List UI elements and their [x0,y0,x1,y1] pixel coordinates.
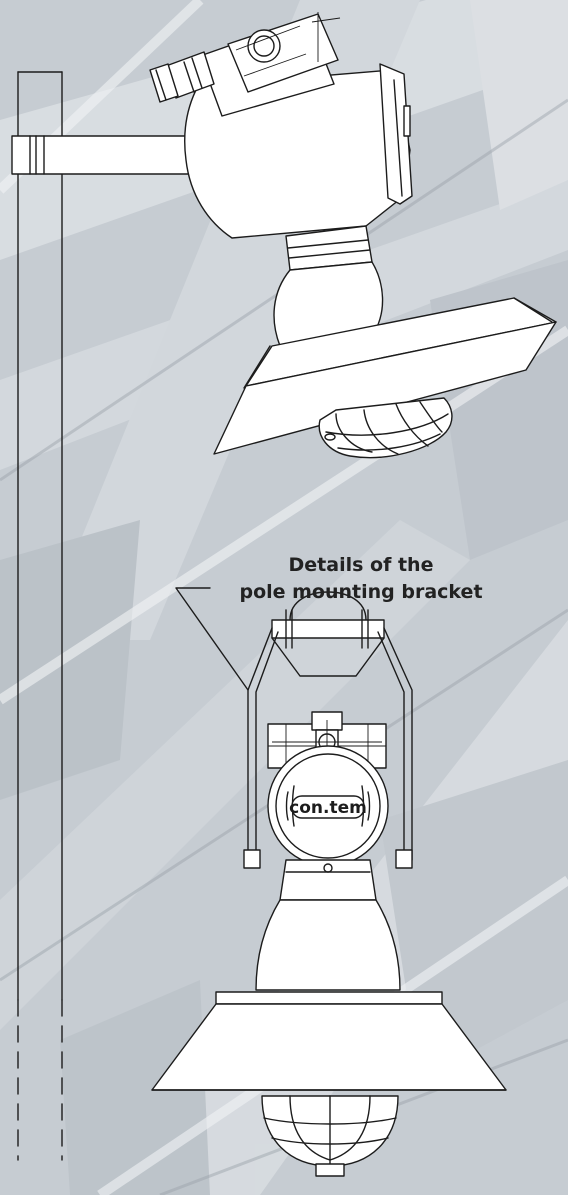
bracket-caption: Details of the pole mounting bracket [196,552,526,606]
pole [17,71,63,1161]
caption-line-1: Details of the [288,554,434,576]
caption-line-2: pole mounting bracket [239,581,483,603]
fixture-side-view [149,12,557,459]
caption-leader-line [175,587,249,691]
fixture-front-view: con.tem [151,591,507,1177]
manufacturer-logo: con.tem [289,798,367,818]
